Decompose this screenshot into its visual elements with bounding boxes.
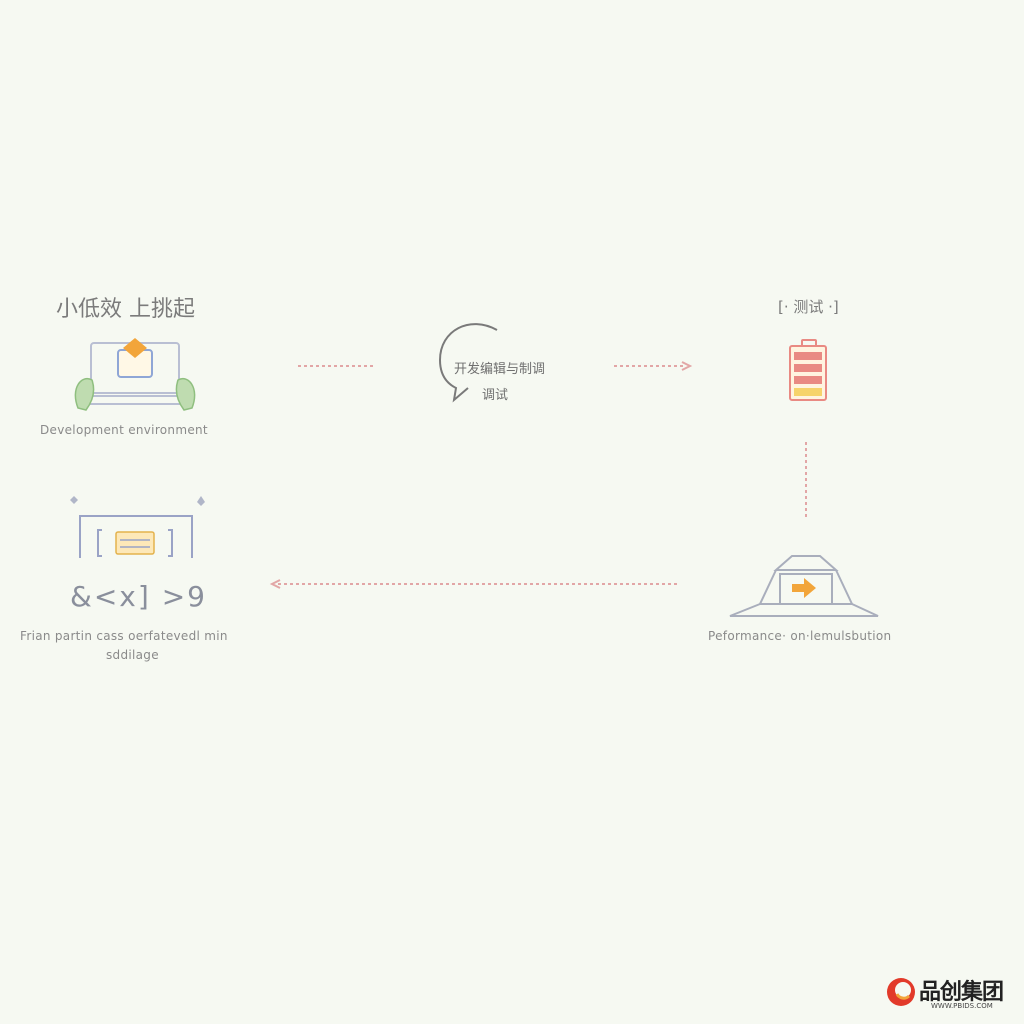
deploy-tent-icon <box>729 555 879 617</box>
brand-logo-icon <box>887 978 915 1006</box>
code-label-line1: Frian partin cass oerfatevedl min <box>20 629 228 643</box>
brand-name: 品创集团 <box>919 980 1004 1005</box>
arrow-chat-to-server <box>614 361 693 371</box>
perf-label: Peformance· on·lemulsbution <box>708 629 892 643</box>
code-window-icon <box>70 496 205 558</box>
speech-bubble-icon <box>438 323 498 403</box>
arrow-perf-to-code <box>269 579 678 589</box>
server-title: [· 测试 ·] <box>778 298 839 316</box>
chat-bubble-text-line1: 开发编辑与制调 <box>454 362 546 377</box>
server-rack-icon <box>789 339 827 401</box>
laptop-icon <box>74 338 196 411</box>
code-snippet-text: &<x] >9 <box>70 580 207 613</box>
chat-bubble-text-line2: 调试 <box>482 388 509 403</box>
dev-env-title: 小低效 上挑起 <box>56 297 195 322</box>
brand-url: WWW.PBIDS.COM <box>931 1002 993 1010</box>
dev-env-label: Development environment <box>40 423 208 437</box>
brand-watermark: 品创集团 WWW.PBIDS.COM <box>885 972 1010 1014</box>
code-label-line2: sddilage <box>106 648 159 662</box>
